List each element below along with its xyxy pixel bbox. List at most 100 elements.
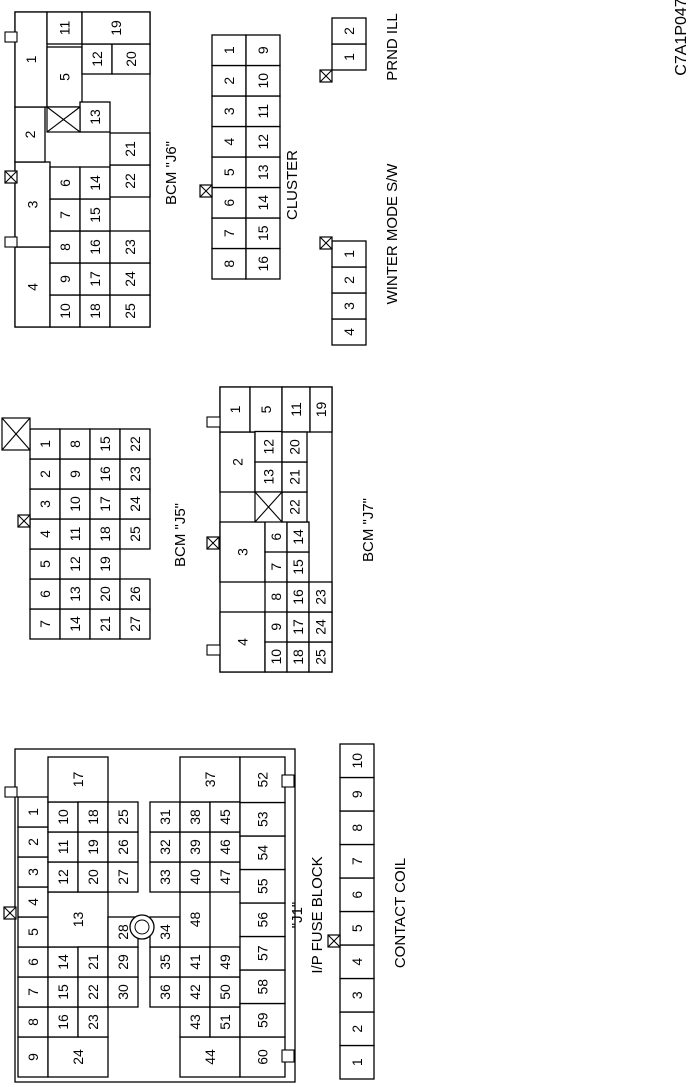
pin-number: 5 [349,924,365,932]
pin-cell: 27 [107,861,139,893]
pin-cell: 3 [211,95,247,128]
pin-number: 30 [115,984,131,1000]
pin-number: 13 [67,586,83,602]
pin-cell: 40 [179,861,211,893]
pin-cell: 15 [79,198,111,232]
pin-cell: 12 [245,125,281,158]
pin-number: 27 [115,869,131,885]
pin-number: 12 [67,556,83,572]
pin-number: 8 [25,1018,41,1026]
pin-number: 21 [97,616,113,632]
pin-cell: 5 [17,916,49,948]
pin-cell: 23 [77,1006,109,1038]
pin-cell: 25 [107,801,139,833]
pin-cell: 1 [14,11,48,108]
pin-number: 4 [221,138,237,146]
blocked-cavity-icon [254,491,283,523]
pin-cell: 18 [79,294,111,328]
pin-cell: 11 [59,518,91,550]
pin-cell: 22 [109,164,151,198]
pin-cell: 16 [286,581,310,613]
pin-cell: 19 [309,386,333,433]
pin-number: 23 [85,1014,101,1030]
pin-number: 55 [255,878,271,894]
pin-cell: 3 [219,521,266,583]
pin-cell: 9 [339,776,375,812]
pin-number: 11 [255,104,271,119]
pin-cell: 24 [109,262,151,296]
pin-cell: 2 [14,106,46,163]
pin-cell: 23 [109,230,151,264]
pin-number: 11 [55,840,71,855]
pin-cell: 4 [219,611,266,673]
pin-cell: 20 [89,578,121,610]
pin-cell: 9 [59,458,91,490]
pin-number: 16 [55,1014,71,1030]
pin-cell: 10 [59,488,91,520]
pin-cell: 29 [107,946,139,978]
pin-cell: 44 [179,1036,241,1078]
pin-number: 39 [187,839,203,855]
pin-number: 7 [221,229,237,237]
pin-cell: 12 [47,861,79,893]
pin-number: 44 [202,1049,218,1065]
pin-cell: 25 [109,294,151,328]
pin-number: 36 [157,984,173,1000]
pin-cell: 2 [331,266,367,294]
pin-number: 3 [341,302,357,310]
pin-cell: 21 [109,132,151,166]
pin-number: 12 [261,439,277,455]
pin-number: 24 [122,271,138,287]
pin-cell: 36 [149,976,181,1008]
prnd-ill-key-icon [319,69,333,83]
pin-number: 20 [287,439,303,455]
prnd-ill-label: PRND ILL [384,13,401,81]
bcm-j6-label: BCM "J6" [163,141,180,205]
pin-number: 15 [255,225,271,241]
pin-cell: 39 [179,831,211,863]
pin-number: 18 [290,649,306,665]
pin-cell: 8 [211,247,247,280]
pin-number: 10 [67,496,83,512]
pin-number: 6 [57,179,73,187]
bcm-j5-connector: 7654321141312111098212019181716152726252… [1,417,189,640]
pin-cell: 11 [46,11,83,45]
pin-cell: 20 [111,43,151,75]
prnd-ill-cells: 12 [331,17,367,71]
pin-number: 14 [55,954,71,970]
pin-cell: 4 [331,318,367,346]
pin-number: 21 [287,469,303,485]
pin-cell: 30 [107,976,139,1008]
pin-cell: 1 [331,240,367,268]
pin-number: 19 [313,402,329,418]
pin-number: 8 [57,243,73,251]
pin-number: 22 [122,173,138,189]
pin-number: 20 [123,51,139,67]
pin-cell: 11 [245,95,281,128]
pin-number: 24 [70,1049,86,1065]
pin-number: 14 [87,175,103,191]
prnd-ill-connector: 12 PRND ILL [319,13,401,83]
pin-number: 34 [157,924,173,940]
pin-cell: 32 [149,831,181,863]
pin-number: 8 [221,260,237,268]
pin-number: 1 [23,55,39,63]
fuse-block-cells: 9876543212416151413121110172322212019183… [17,756,286,1078]
pin-cell: 9 [264,610,288,643]
pin-cell: 43 [179,1006,211,1038]
pin-number: 15 [55,984,71,1000]
pin-cell: 17 [89,488,121,520]
pin-cell: 35 [149,946,181,978]
pin-cell: 24 [47,1036,109,1078]
pin-cell: 16 [89,458,121,490]
pin-number: 26 [127,586,143,602]
pin-number: 10 [349,753,365,769]
pin-cell: 3 [331,292,367,320]
pin-number: 4 [349,958,365,966]
bcm-j7-label: BCM "J7" [360,498,377,562]
pin-cell: 33 [149,861,181,893]
pin-number: 2 [37,470,53,478]
